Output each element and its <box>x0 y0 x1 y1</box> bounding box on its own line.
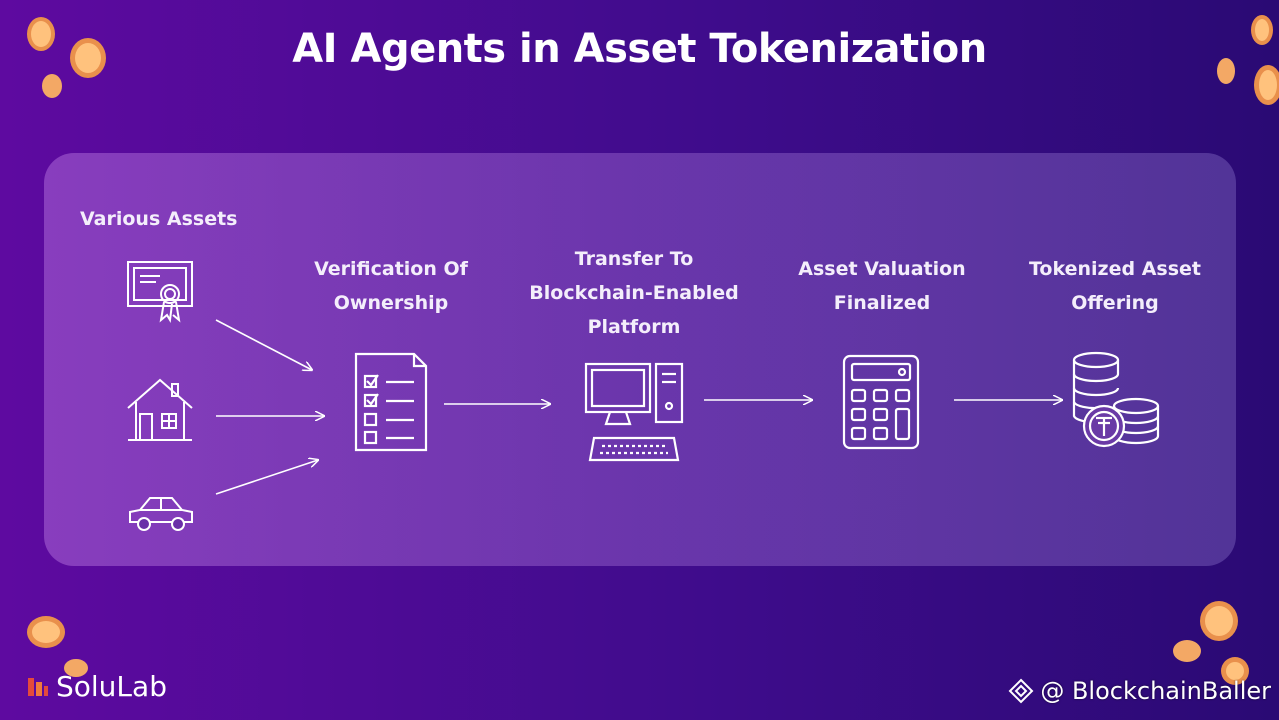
binance-diamond-icon <box>1008 678 1034 704</box>
watermark: @ BlockchainBaller <box>1008 677 1271 705</box>
brand-logo: SoluLab <box>26 670 167 703</box>
arrow-car-to-verification <box>216 460 318 494</box>
solulab-logo-icon <box>26 674 50 700</box>
watermark-text: @ BlockchainBaller <box>1040 677 1271 705</box>
brand-name: SoluLab <box>56 670 167 703</box>
arrow-certificate-to-verification <box>216 320 312 370</box>
